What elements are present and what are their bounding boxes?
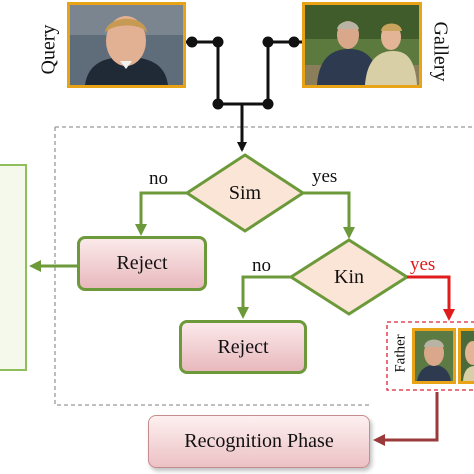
father-label: Father: [392, 334, 409, 373]
son-face-image: [461, 331, 474, 381]
sim-no-label: no: [149, 168, 168, 189]
query-face-image: [70, 5, 183, 85]
left-panel: [0, 164, 27, 371]
to-recognition-arrow: [373, 392, 439, 446]
sim-yes-label: yes: [312, 166, 338, 187]
kin-yes-arrow: [407, 275, 455, 321]
father-photo: [412, 328, 456, 384]
junction-dots: [186, 36, 300, 110]
kin-yes-label: yes: [410, 254, 436, 275]
query-label: Query: [37, 24, 60, 75]
kin-label: Kin: [334, 265, 364, 288]
reject-box-sim: Reject: [77, 236, 207, 291]
father-face-image: [415, 331, 453, 381]
gallery-label: Gallery: [429, 21, 452, 82]
son-photo-partial: [458, 328, 474, 384]
sim-diamond: [184, 153, 306, 233]
kin-no-label: no: [252, 255, 271, 276]
green-flow-arrows: [29, 191, 355, 319]
top-connectors: [186, 40, 302, 152]
kin-diamond: [288, 238, 410, 316]
sim-label: Sim: [228, 181, 262, 204]
gallery-image: [305, 5, 419, 85]
dashed-result-frame: [386, 321, 474, 391]
dashed-process-frame: [54, 126, 474, 406]
query-photo: [67, 2, 186, 88]
gallery-photo: [302, 2, 422, 88]
recognition-phase-box: Recognition Phase: [148, 415, 370, 468]
reject-box-kin: Reject: [179, 320, 307, 374]
